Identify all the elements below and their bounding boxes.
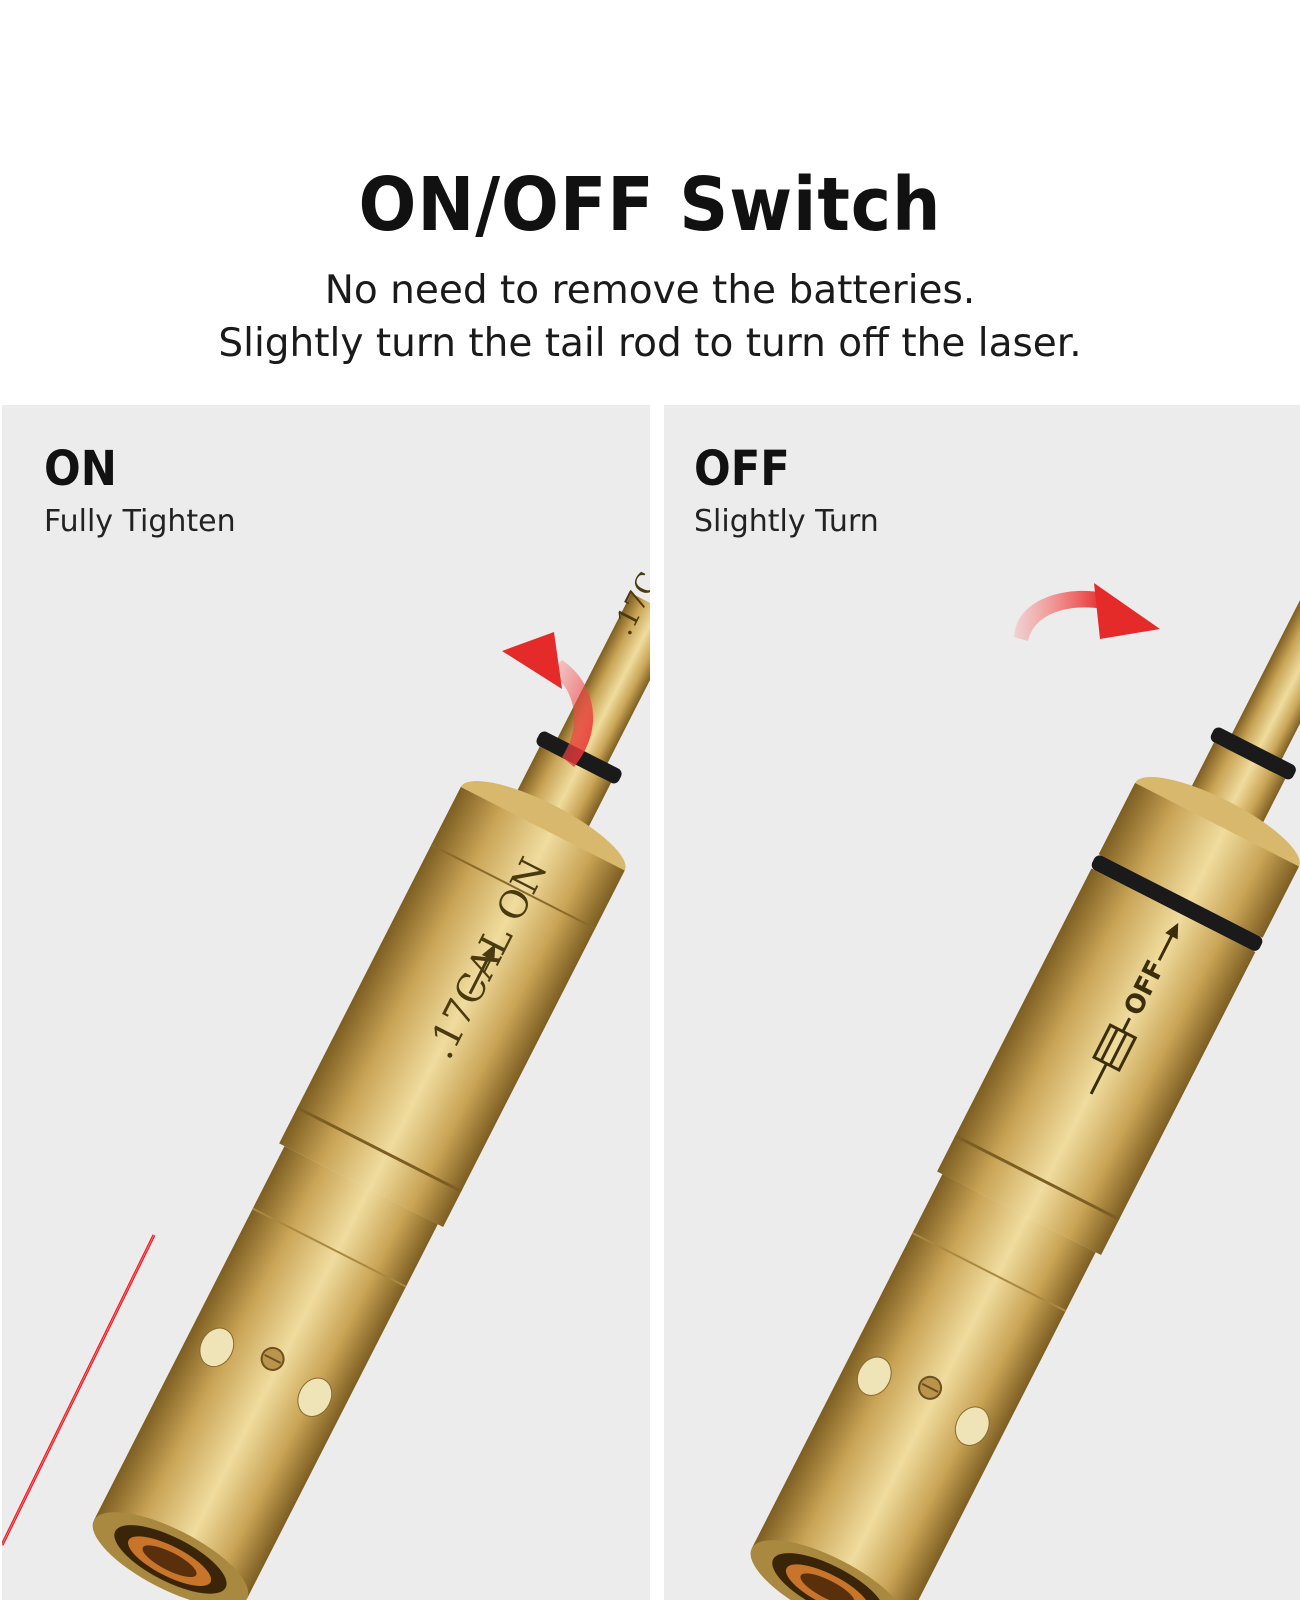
o-ring-gap <box>1091 855 1263 951</box>
header: ON/OFF Switch No need to remove the batt… <box>0 0 1300 405</box>
o-ring <box>1210 727 1296 780</box>
page-title: ON/OFF Switch <box>358 162 942 248</box>
rotate-arrow-icon <box>1014 583 1160 641</box>
contact-hole <box>297 1377 333 1418</box>
subtitle-line-1: No need to remove the batteries. <box>324 268 976 313</box>
state-caption-on: Fully Tighten <box>44 504 236 539</box>
contact-hole <box>199 1327 235 1368</box>
arrow-up-icon <box>1157 922 1179 961</box>
bore-sight-body: .17C .17CAL ON <box>92 567 650 1600</box>
state-label-on: ON <box>44 441 117 497</box>
panel-on: .17C .17CAL ON <box>2 405 650 1600</box>
subtitle-line-2: Slightly turn the tail rod to turn off t… <box>218 321 1082 366</box>
bore-sight-body: OFF <box>750 577 1300 1600</box>
panel-off: OFF OFF Slightly Turn <box>664 405 1300 1600</box>
state-caption-off: Slightly Turn <box>694 504 879 539</box>
contact-hole <box>856 1356 892 1396</box>
state-label-off: OFF <box>694 441 790 497</box>
arrow-up-icon <box>468 943 496 995</box>
contact-hole <box>954 1406 990 1446</box>
bore-sight-on-illustration: .17C .17CAL ON <box>2 567 650 1600</box>
battery-symbol-icon <box>1089 1017 1138 1095</box>
rotate-arrow-icon <box>502 632 594 767</box>
bore-sight-off-illustration: OFF <box>750 577 1300 1600</box>
